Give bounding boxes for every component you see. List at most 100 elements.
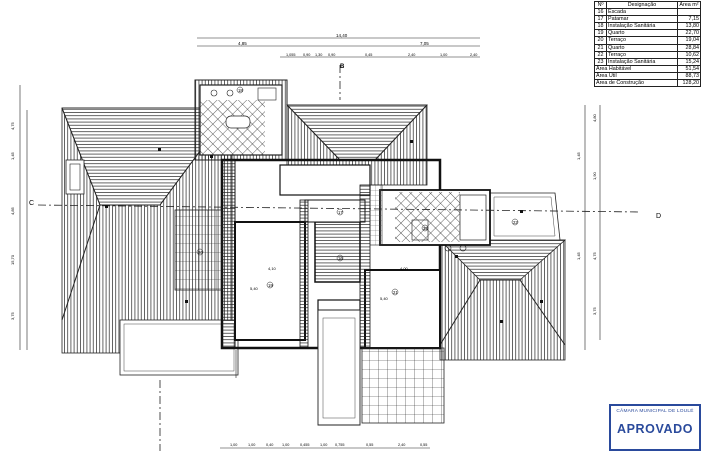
room-19-label: 19 bbox=[268, 283, 273, 288]
total-label: Área Habitável bbox=[594, 64, 678, 73]
dim-bottom-6: 0,755 bbox=[335, 443, 345, 447]
bathroom-18 bbox=[194, 79, 288, 161]
total-value: 51,54 bbox=[677, 64, 701, 73]
table-header-num: Nº bbox=[594, 0, 607, 10]
dim-bottom-2: 0,40 bbox=[266, 443, 273, 447]
row-area: 15,24 bbox=[677, 57, 701, 66]
terrace-22 bbox=[489, 192, 561, 241]
total-label: Área Útil bbox=[594, 71, 678, 81]
dim-left-1: 1,45 bbox=[10, 151, 15, 160]
dim-chain-4: 0,45 bbox=[365, 53, 372, 57]
dim-room21-height: 5,40 bbox=[380, 296, 389, 301]
table-header-designation: Designação bbox=[606, 0, 678, 10]
dim-right-3: 1,45 bbox=[576, 251, 581, 260]
dim-room19-width: 4,10 bbox=[268, 266, 277, 271]
dim-top-left: 4,85 bbox=[238, 41, 247, 46]
approval-stamp: CÂMARA MUNICIPAL DE LOULÉ APROVADO bbox=[609, 404, 701, 451]
dim-room21-width: 4,00 bbox=[400, 266, 409, 271]
room-18-label: 18 bbox=[238, 88, 243, 93]
total-value: 128,20 bbox=[677, 79, 701, 88]
section-lines bbox=[37, 65, 641, 451]
dim-top-right: 7,05 bbox=[420, 41, 429, 46]
dim-left-2: 4,85 bbox=[10, 206, 15, 215]
row-area: 7,15 bbox=[677, 15, 701, 24]
row-num: 19 bbox=[594, 29, 607, 38]
row-name: Terraço bbox=[606, 36, 678, 45]
dim-chain-3: 0,90 bbox=[328, 53, 335, 57]
room-22-label: 22 bbox=[513, 220, 518, 225]
row-num: 21 bbox=[594, 43, 607, 52]
dim-right-5: 3,75 bbox=[592, 306, 597, 315]
dim-right-0: 4,80 bbox=[592, 113, 597, 122]
structural-markers bbox=[105, 140, 543, 323]
total-label: Área de Construção bbox=[594, 79, 678, 88]
room-21-label: 21 bbox=[393, 290, 398, 295]
row-name: Instalação Sanitária bbox=[606, 22, 678, 31]
row-area: 19,04 bbox=[677, 36, 701, 45]
row-area: 28,84 bbox=[677, 43, 701, 52]
row-area: 22,70 bbox=[677, 29, 701, 38]
room-17-label: 17 bbox=[338, 210, 343, 215]
dimension-lines bbox=[19, 37, 601, 449]
dim-bottom-7: 0,55 bbox=[366, 443, 373, 447]
terrace-bottom-grid bbox=[361, 347, 445, 424]
row-name: Quarto bbox=[606, 43, 678, 52]
dim-left-4: 3,75 bbox=[10, 311, 15, 320]
row-name: Terraço bbox=[606, 50, 678, 59]
row-num: 20 bbox=[594, 36, 607, 45]
row-num: 23 bbox=[594, 57, 607, 66]
dim-bottom-0: 1,00 bbox=[230, 443, 237, 447]
room-23-label: 23 bbox=[423, 226, 428, 231]
row-num: 17 bbox=[594, 15, 607, 24]
dim-chain-0: 1,055 bbox=[286, 53, 296, 57]
roof-right bbox=[286, 104, 567, 361]
row-name: Escada bbox=[606, 8, 678, 17]
row-num: 16 bbox=[594, 8, 607, 17]
terrace-left-bottom bbox=[119, 319, 239, 378]
terrace-20 bbox=[174, 209, 223, 291]
dim-chain-6: 1,00 bbox=[440, 53, 447, 57]
dim-room19-height: 5,40 bbox=[250, 286, 259, 291]
dim-right-4: 4,75 bbox=[592, 251, 597, 260]
lower-void bbox=[317, 309, 361, 426]
table-header-row: Nº Designação Área m² bbox=[594, 0, 701, 10]
bathroom-23 bbox=[379, 189, 491, 252]
dim-bottom-5: 1,00 bbox=[320, 443, 327, 447]
dim-right-2: 1,90 bbox=[592, 171, 597, 180]
dim-bottom-3: 1,00 bbox=[282, 443, 289, 447]
room-labels: 17 18 19 20 21 22 23 16 bbox=[196, 86, 518, 296]
upper-right-grid bbox=[369, 184, 383, 246]
dim-top-total: 14,40 bbox=[336, 33, 348, 38]
table-header-area: Área m² bbox=[677, 0, 701, 10]
stamp-authority: CÂMARA MUNICIPAL DE LOULÉ bbox=[616, 409, 694, 414]
dim-bottom-9: 0,55 bbox=[420, 443, 427, 447]
stamp-status: APROVADO bbox=[616, 422, 694, 436]
row-name: Quarto bbox=[606, 29, 678, 38]
row-name: Instalação Sanitária bbox=[606, 57, 678, 66]
total-value: 88,73 bbox=[677, 71, 701, 81]
main-walls bbox=[220, 158, 442, 350]
row-num: 18 bbox=[594, 22, 607, 31]
dim-bottom-1: 1,00 bbox=[248, 443, 255, 447]
dim-left-3: 15,70 bbox=[10, 254, 15, 265]
row-area: 13,80 bbox=[677, 22, 701, 31]
dim-chain-2: 1,30 bbox=[315, 53, 322, 57]
section-marker-d: D bbox=[656, 213, 661, 220]
dim-chain-5: 2,40 bbox=[408, 53, 415, 57]
row-area bbox=[677, 8, 701, 17]
room-16-label: 16 bbox=[338, 256, 343, 261]
